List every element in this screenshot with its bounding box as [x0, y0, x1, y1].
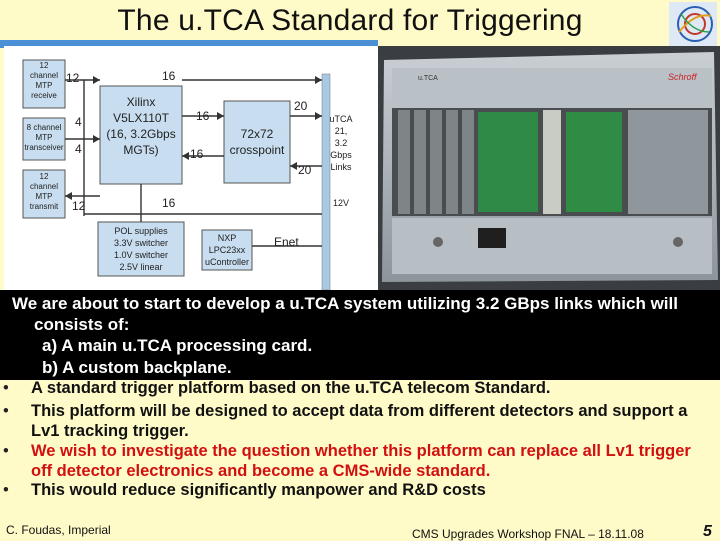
utca-links-l3: 3.2	[335, 138, 348, 148]
count-4-upper: 4	[75, 115, 82, 129]
mtp-transceiver-l1: 8 channel	[27, 123, 62, 132]
box-mtp-receive	[22, 59, 66, 109]
nxp-l2: LPC23xx	[209, 245, 246, 255]
bullet-text: We wish to investigate the question whet…	[31, 442, 691, 480]
count-12-receive: 12	[66, 71, 80, 85]
footer-author: C. Foudas, Imperial	[6, 523, 111, 537]
mtp-transceiver-l2: MTP	[36, 133, 53, 142]
count-16-top: 16	[162, 69, 176, 83]
mtp-transmit-l3: MTP	[36, 192, 53, 201]
count-16-xp-fpga: 16	[190, 147, 204, 161]
title-underline-bar	[0, 40, 378, 48]
box-nxp	[201, 229, 253, 271]
mtp-transmit-l2: channel	[30, 182, 58, 191]
fpga-l3: (16, 3.2Gbps	[106, 127, 175, 141]
fpga-l4: MGTs)	[123, 143, 158, 157]
bullet-text: This would reduce significantly manpower…	[31, 481, 486, 499]
block-diagram: 12 channel MTP receive 8 channel MTP tra…	[4, 46, 379, 290]
v12-label: 12V	[333, 198, 349, 208]
box-crosspoint	[223, 100, 291, 184]
mtp-transmit-l1: 12	[40, 172, 49, 181]
utca-links-l2: 21,	[335, 126, 348, 136]
cms-logo	[669, 2, 717, 46]
count-4-lower: 4	[75, 142, 82, 156]
nxp-l1: NXP	[218, 233, 237, 243]
count-16-fpga-xp: 16	[196, 109, 210, 123]
box-mtp-transmit	[22, 169, 66, 219]
utca-crate-photo: Schroff u.TCA	[378, 46, 720, 290]
crosspoint-l2: crosspoint	[230, 143, 285, 157]
bullet-dot: •	[3, 379, 9, 397]
box-pol-supplies	[97, 221, 185, 277]
banner-item-b: b) A custom backplane.	[42, 358, 232, 377]
mtp-receive-l1: 12	[40, 61, 49, 70]
mtp-receive-l3: MTP	[36, 81, 53, 90]
bullet-text: A standard trigger platform based on the…	[31, 379, 551, 397]
fpga-l2: V5LX110T	[113, 111, 169, 125]
intro-banner: We are about to start to develop a u.TCA…	[0, 290, 720, 380]
mtp-transmit-l4: transmit	[30, 202, 59, 211]
enet-label: Enet	[274, 235, 299, 249]
photo-brand: Schroff	[668, 72, 698, 82]
mtp-receive-l4: receive	[31, 91, 57, 100]
count-20-in: 20	[298, 163, 312, 177]
photo-label: u.TCA	[418, 75, 438, 82]
mtp-transceiver-l3: transceiver	[24, 143, 63, 152]
bullet-dot: •	[3, 442, 9, 460]
bullet-dot: •	[3, 481, 9, 499]
box-mtp-transceiver	[22, 117, 66, 161]
count-16-bottom: 16	[162, 196, 176, 210]
pol-l1: POL supplies	[114, 226, 168, 236]
banner-line-2: consists of:	[34, 315, 130, 334]
nxp-l3: uController	[205, 257, 249, 267]
pol-l2: 3.3V switcher	[114, 238, 168, 248]
banner-line-1: We are about to start to develop a u.TCA…	[12, 294, 678, 313]
pol-l4: 2.5V linear	[119, 262, 162, 272]
bullet-text: This platform will be designed to accept…	[31, 402, 688, 440]
mtp-receive-l2: channel	[30, 71, 58, 80]
utca-links-l4: Gbps	[330, 150, 352, 160]
fpga-l1: Xilinx	[127, 95, 156, 109]
utca-links-l5: Links	[330, 162, 352, 172]
page-number: 5	[703, 523, 712, 540]
banner-item-a: a) A main u.TCA processing card.	[42, 336, 313, 355]
count-20-out: 20	[294, 99, 308, 113]
box-fpga	[99, 85, 183, 185]
pol-l3: 1.0V switcher	[114, 250, 168, 260]
slide-title: The u.TCA Standard for Triggering	[117, 4, 583, 37]
crosspoint-l1: 72x72	[241, 127, 274, 141]
utca-links-l1: uTCA	[329, 114, 352, 124]
count-12-transmit: 12	[72, 199, 86, 213]
footer-event: CMS Upgrades Workshop FNAL – 18.11.08	[412, 527, 644, 541]
backplane-bar	[321, 73, 331, 290]
bullet-dot: •	[3, 402, 9, 420]
